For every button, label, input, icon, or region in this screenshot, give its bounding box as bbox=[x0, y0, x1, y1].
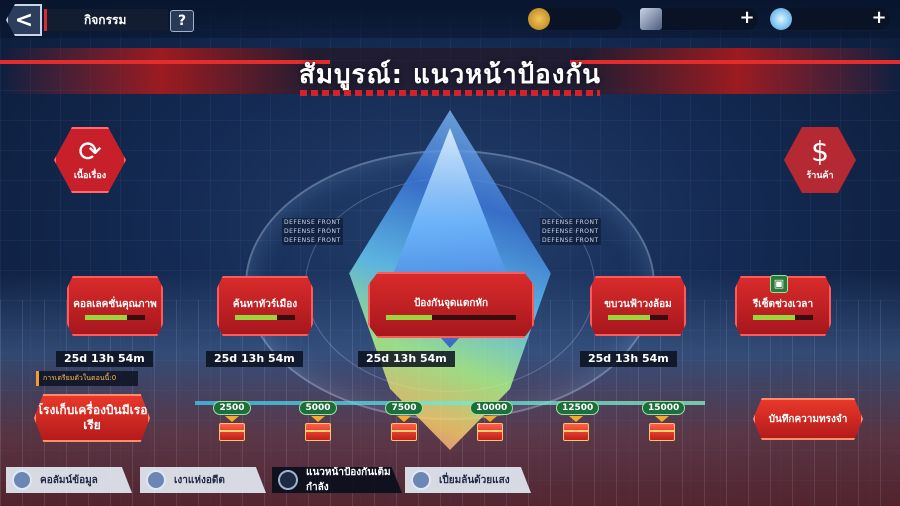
reward-chest-icon bbox=[305, 423, 331, 441]
defense-tag: DEFENSE FRONT bbox=[540, 227, 601, 236]
milestone-value: 7500 bbox=[385, 401, 423, 415]
gold-coin-icon bbox=[528, 8, 550, 30]
reward-chest-icon bbox=[649, 423, 675, 441]
reward-chest-icon bbox=[563, 423, 589, 441]
milestone-value: 12500 bbox=[556, 401, 600, 415]
add-cube-button[interactable]: + bbox=[739, 7, 755, 28]
mode-progress-fill bbox=[386, 315, 432, 320]
defense-tags-right: DEFENSE FRONT DEFENSE FRONT DEFENSE FRON… bbox=[540, 218, 601, 245]
red-frame-left bbox=[0, 60, 330, 64]
back-button[interactable]: < bbox=[6, 4, 42, 36]
help-button[interactable]: ? bbox=[170, 10, 194, 32]
tab-emblem-icon bbox=[146, 470, 166, 490]
screen-title: กิจกรรม bbox=[84, 13, 127, 27]
tab-data-column[interactable]: คอลัมน์ข้อมูล bbox=[6, 467, 132, 493]
currency-diamond: + bbox=[770, 8, 890, 30]
chevron-down-icon bbox=[569, 416, 583, 422]
mode-progress-fill bbox=[235, 315, 277, 320]
tab-label: เปี่ยมล้นด้วยแสง bbox=[439, 474, 510, 486]
mode-card-city-tour[interactable]: ค้นหาทัวร์เมือง bbox=[217, 276, 313, 336]
mode-timer: 25d 13h 54m bbox=[580, 351, 677, 367]
defense-tag: DEFENSE FRONT bbox=[282, 236, 343, 245]
add-diamond-button[interactable]: + bbox=[871, 7, 887, 28]
tab-full-defense-front[interactable]: แนวหน้าป้องกันเต็มกำลัง bbox=[272, 467, 402, 493]
mode-progress-bar bbox=[608, 315, 668, 320]
shop-button-label: ร้านค้า bbox=[806, 171, 834, 181]
milestone-value: 10000 bbox=[470, 401, 514, 415]
tab-label: แนวหน้าป้องกันเต็มกำลัง bbox=[306, 467, 391, 493]
tab-full-of-light[interactable]: เปี่ยมล้นด้วยแสง bbox=[405, 467, 531, 493]
mode-card-label: รีเซ็ตช่วงเวลา bbox=[752, 299, 814, 310]
tab-label: เงาแห่งอดีต bbox=[174, 474, 225, 486]
title-band bbox=[0, 48, 900, 94]
reward-chest-icon bbox=[477, 423, 503, 441]
mode-progress-bar bbox=[753, 315, 813, 320]
screen-title-box bbox=[44, 9, 168, 31]
currency-cube: + bbox=[640, 8, 758, 30]
reward-milestone[interactable]: 5000 bbox=[298, 395, 338, 441]
mode-card-collection[interactable]: คอลเลคชั่นคุณภาพ bbox=[67, 276, 163, 336]
reward-milestone[interactable]: 7500 bbox=[384, 395, 424, 441]
chevron-down-icon bbox=[655, 416, 669, 422]
currency-gold bbox=[528, 8, 622, 30]
defense-tag: DEFENSE FRONT bbox=[282, 218, 343, 227]
mode-card-label: คอลเลคชั่นคุณภาพ bbox=[73, 299, 157, 310]
cube-icon bbox=[640, 8, 662, 30]
defense-tag: DEFENSE FRONT bbox=[540, 236, 601, 245]
hangar-button[interactable]: โรงเก็บเครื่องบินมีเรอเรีย bbox=[34, 394, 150, 442]
mode-progress-fill bbox=[608, 315, 650, 320]
story-button[interactable]: ⟳ เนื้อเรื่อง bbox=[54, 127, 126, 193]
chevron-down-icon bbox=[225, 416, 239, 422]
mode-timer: 25d 13h 54m bbox=[206, 351, 303, 367]
milestone-value: 5000 bbox=[299, 401, 337, 415]
recycle-triangle-icon: ⟳ bbox=[78, 135, 102, 168]
lock-icon: ▣ bbox=[770, 275, 788, 293]
shop-s-icon: $ bbox=[811, 135, 829, 168]
reward-milestone[interactable]: 2500 bbox=[212, 395, 252, 441]
tab-emblem-icon bbox=[278, 470, 298, 490]
mode-progress-bar bbox=[386, 315, 516, 320]
mode-card-siege[interactable]: ขบวนฟ้าวงล้อม bbox=[590, 276, 686, 336]
chevron-down-icon bbox=[397, 416, 411, 422]
mode-progress-fill bbox=[85, 315, 127, 320]
mode-card-label: ป้องกันจุดแตกหัก bbox=[413, 298, 489, 309]
tab-label: คอลัมน์ข้อมูล bbox=[40, 474, 98, 486]
reward-chest-icon bbox=[391, 423, 417, 441]
reward-chest-icon bbox=[219, 423, 245, 441]
chevron-down-icon bbox=[483, 416, 497, 422]
mode-card-breaking-point[interactable]: ป้องกันจุดแตกหัก bbox=[368, 272, 534, 338]
memory-record-button[interactable]: บันทึกความทรงจำ bbox=[753, 398, 863, 440]
red-frame-right bbox=[570, 60, 900, 64]
reward-progress-rail bbox=[195, 401, 705, 405]
mode-progress-bar bbox=[85, 315, 145, 320]
mode-progress-bar bbox=[235, 315, 295, 320]
mode-timer: 25d 13h 54m bbox=[358, 351, 455, 367]
milestone-value: 2500 bbox=[213, 401, 251, 415]
preparation-status: การเตรียมตัวในตอนนี้:0 bbox=[36, 371, 138, 386]
milestone-value: 15000 bbox=[642, 401, 686, 415]
story-button-label: เนื้อเรื่อง bbox=[73, 171, 107, 181]
defense-tag: DEFENSE FRONT bbox=[282, 227, 343, 236]
diamond-icon bbox=[770, 8, 792, 30]
tab-past-shadow[interactable]: เงาแห่งอดีต bbox=[140, 467, 266, 493]
shop-button[interactable]: $ ร้านค้า bbox=[784, 127, 856, 193]
tab-emblem-icon bbox=[411, 470, 431, 490]
mode-card-label: ค้นหาทัวร์เมือง bbox=[232, 299, 298, 310]
chevron-down-icon bbox=[311, 416, 325, 422]
reward-milestone[interactable]: 12500 bbox=[556, 395, 600, 441]
defense-tag: DEFENSE FRONT bbox=[540, 218, 601, 227]
arrow-left-icon: < bbox=[14, 7, 34, 33]
defense-tags-left: DEFENSE FRONT DEFENSE FRONT DEFENSE FRON… bbox=[282, 218, 343, 245]
page-title: สัมบูรณ์: แนวหน้าป้องกัน bbox=[298, 60, 602, 90]
mode-card-label: ขบวนฟ้าวงล้อม bbox=[604, 299, 672, 310]
reward-milestone[interactable]: 10000 bbox=[470, 395, 514, 441]
mode-progress-fill bbox=[753, 315, 795, 320]
mode-timer: 25d 13h 54m bbox=[56, 351, 153, 367]
title-underline bbox=[300, 90, 600, 96]
reward-milestone[interactable]: 15000 bbox=[642, 395, 686, 441]
tab-emblem-icon bbox=[12, 470, 32, 490]
